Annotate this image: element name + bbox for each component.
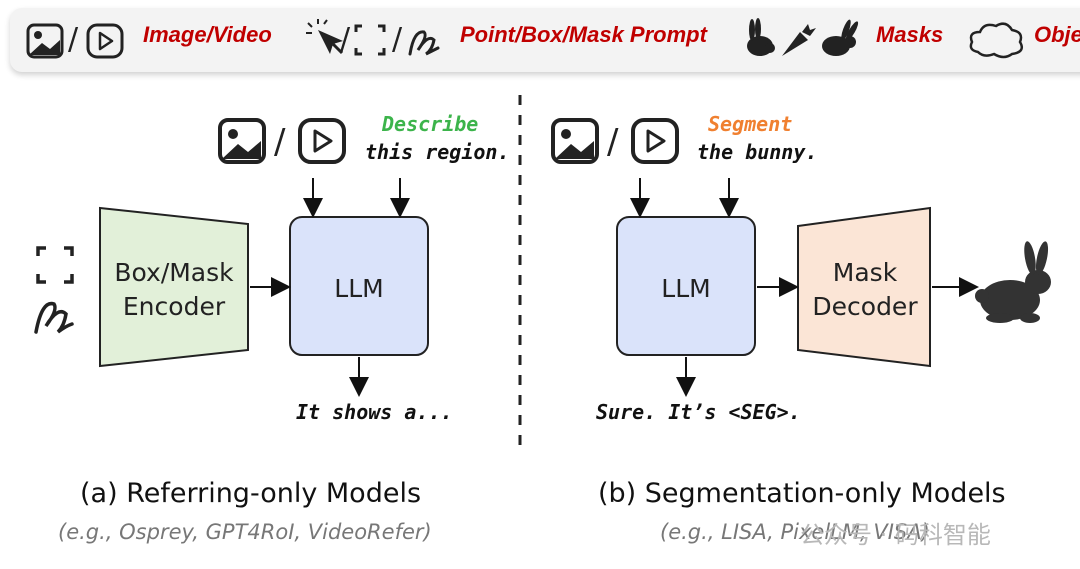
video-icon (86, 23, 124, 59)
rabbit-mask-icon (747, 18, 775, 56)
right-caption: (b) Segmentation-only Models (598, 478, 1006, 509)
left-box-prompt-icon (36, 246, 74, 284)
decoder-label: Mask Decoder (812, 258, 918, 321)
left-video-icon (298, 118, 346, 164)
legend-slash-3: / (392, 22, 403, 57)
legend-image-video-label: Image/Video (143, 22, 272, 47)
right-video-icon (631, 118, 679, 164)
bunny-mask-icon (975, 241, 1051, 323)
watermark: 公众号 · 码科智能 (800, 521, 991, 549)
cursor-icon (306, 19, 344, 55)
mask-decoder-block (797, 206, 931, 368)
right-output-text: Sure. It’s <SEG>. (596, 400, 801, 424)
box-prompt-icon (354, 24, 386, 56)
rabbit-mask-icon-2 (822, 19, 859, 56)
right-instruction-text: the bunny. (697, 140, 818, 164)
left-instruction-text: this region. (365, 140, 510, 164)
cloud-object-icon (969, 22, 1023, 59)
left-caption: (a) Referring-only Models (80, 478, 422, 509)
right-slash: / (607, 122, 619, 162)
scribble-icon (408, 30, 440, 56)
left-slash: / (274, 122, 286, 162)
legend-slash-1: / (68, 22, 79, 57)
carrot-icon (782, 24, 816, 56)
image-icon (26, 23, 64, 59)
right-instruction-highlight: Segment (708, 112, 793, 136)
right-llm-block (616, 216, 756, 356)
left-image-icon (218, 118, 266, 164)
left-output-text: It shows a... (296, 400, 453, 424)
right-llm-label: LLM (661, 274, 711, 303)
legend-objects-label: Obje (1034, 22, 1080, 47)
legend-slash-2: / (340, 22, 351, 57)
left-scribble-icon (34, 301, 74, 334)
left-instruction-highlight: Describe (382, 112, 479, 136)
left-llm-label: LLM (334, 274, 384, 303)
legend-prompt-label: Point/Box/Mask Prompt (460, 22, 707, 47)
encoder-label: Box/Mask Encoder (114, 258, 234, 321)
legend-bar (10, 8, 1080, 72)
left-examples: (e.g., Osprey, GPT4RoI, VideoRefer) (58, 520, 432, 544)
right-image-icon (551, 118, 599, 164)
box-mask-encoder-block (99, 206, 249, 368)
legend-masks-label: Masks (876, 22, 944, 47)
right-examples: (e.g., LISA, PixelLM, VISA) (660, 520, 930, 544)
